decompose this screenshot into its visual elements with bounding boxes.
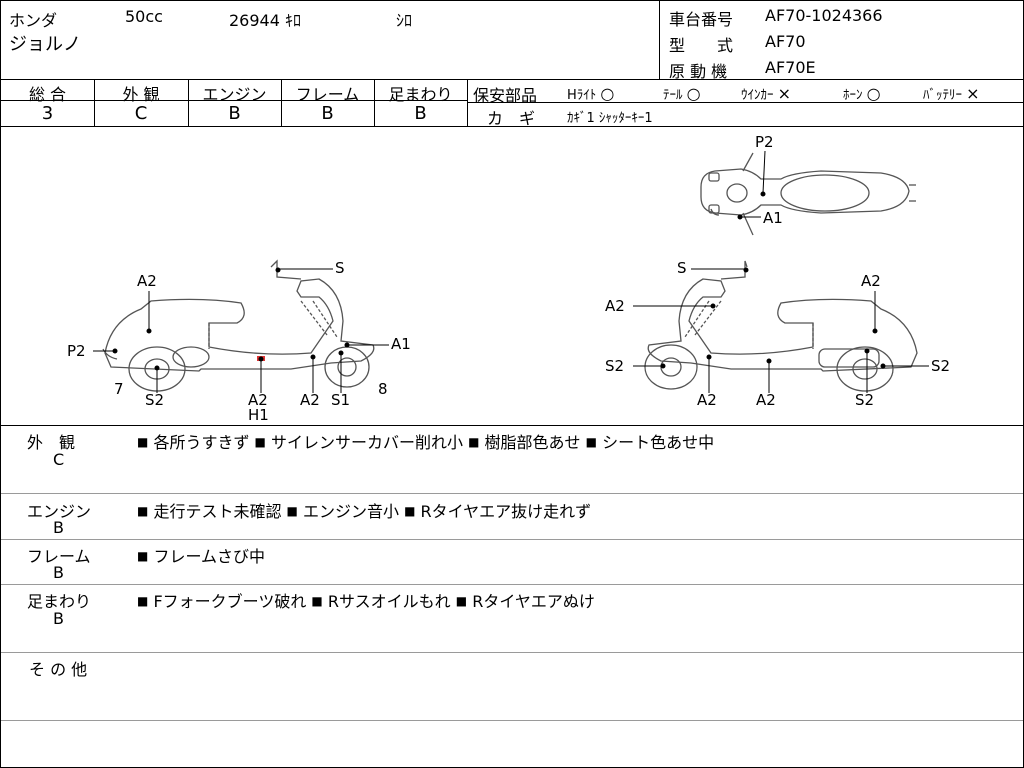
label-right-s2-rear: S2 [931,357,950,375]
engine-value: AF70E [765,58,816,77]
type-label: 型 式 [669,36,734,55]
model-name: ジョルノ [9,34,81,55]
label-right-a2-front: A2 [605,297,625,315]
safety-item-winker: ｳｲﾝｶｰ × [741,84,792,103]
key-value: ｶｷﾞ1 ｼｬｯﾀｰｷｰ1 [567,111,653,126]
note-label-appearance: 外 観 [27,433,76,452]
note-label-engine: エンジン [27,502,92,521]
note-grade-engine: B [53,518,64,537]
grade-row-bottom [1,126,1023,127]
key-label: カ ギ [487,109,536,128]
grade-value-frame: B [321,103,334,124]
grade-label-overall: 総 合 [28,85,67,104]
safety-label: 保安部品 [473,86,538,105]
grade-label-frame: フレーム [295,85,360,104]
note-grade-frame: B [53,563,64,582]
safety-item-headlight: Hﾗｲﾄ ○ [567,84,615,103]
label-left-a2-under: A2 [248,391,268,409]
safety-item-battery: ﾊﾞｯﾃﾘｰ × [923,84,980,103]
label-right-a2-seat: A2 [861,272,881,290]
grade-label-appearance: 外 観 [122,85,160,104]
type-value: AF70 [765,32,806,51]
note-items-appearance: ■ 各所うすきず ■ サイレンサーカバー削れ小 ■ 樹脂部色あせ ■ シート色あ… [137,433,715,452]
label-right-a2-bottom2: A2 [756,391,776,409]
label-top-a1: A1 [763,209,783,227]
note-label-frame: フレーム [27,547,91,566]
label-left-8: 8 [378,380,388,398]
notes-top [1,425,1023,426]
label-left-s2: S2 [145,391,164,409]
header-divider [659,1,660,79]
note-label-other: そ の 他 [29,660,88,679]
displacement: 50cc [125,7,163,26]
label-left-a2-front: A2 [300,391,320,409]
grade-label-suspension: 足まわり [388,85,453,104]
note-label-suspension: 足まわり [27,592,92,611]
maker: ホンダ [9,11,58,30]
grade-label-engine: エンジン [202,85,267,104]
note-items-suspension: ■ Fフォークブーツ破れ ■ Rサスオイルもれ ■ Rタイヤエアぬけ [137,592,595,611]
label-right-s2-front: S2 [605,357,624,375]
label-right-s: S [677,259,687,277]
grade-row-top [1,79,1023,80]
grade-value-overall: 3 [41,103,54,124]
note-grade-appearance: C [53,450,65,469]
label-left-a2-seat: A2 [137,272,157,290]
label-top-p2: P2 [755,133,774,151]
note-grade-suspension: B [53,609,64,628]
label-right-s2-rear-low: S2 [855,391,874,409]
label-left-a1: A1 [391,335,411,353]
safety-item-horn: ﾎｰﾝ ○ [843,84,881,103]
label-right-a2-bottom1: A2 [697,391,717,409]
label-left-s1: S1 [331,391,350,409]
label-left-h1: H1 [248,406,269,424]
frame-no-label: 車台番号 [669,10,734,29]
safety-item-tail: ﾃｰﾙ ○ [663,84,701,103]
damage-diagram: P2 A1 S A2 P2 A1 7 S2 A2 H1 A2 S1 8 S A2… [67,133,950,424]
grade-value-engine: B [228,103,241,124]
leader-lines [93,150,929,393]
note-items-frame: ■ フレームさび中 [137,547,265,566]
label-left-p2: P2 [67,342,86,360]
note-items-engine: ■ 走行テスト未確認 ■ エンジン音小 ■ Rタイヤエア抜け走れず [137,502,592,521]
engine-label: 原 動 機 [669,62,728,81]
grade-value-suspension: B [414,103,427,124]
label-left-s: S [335,259,345,277]
label-left-7: 7 [114,380,124,398]
grade-value-appearance: C [134,103,148,124]
frame-no: AF70-1024366 [765,6,883,25]
color: ｼﾛ [396,11,413,30]
mileage: 26944 ｷﾛ [229,11,301,30]
scooter-top-view [700,152,916,236]
